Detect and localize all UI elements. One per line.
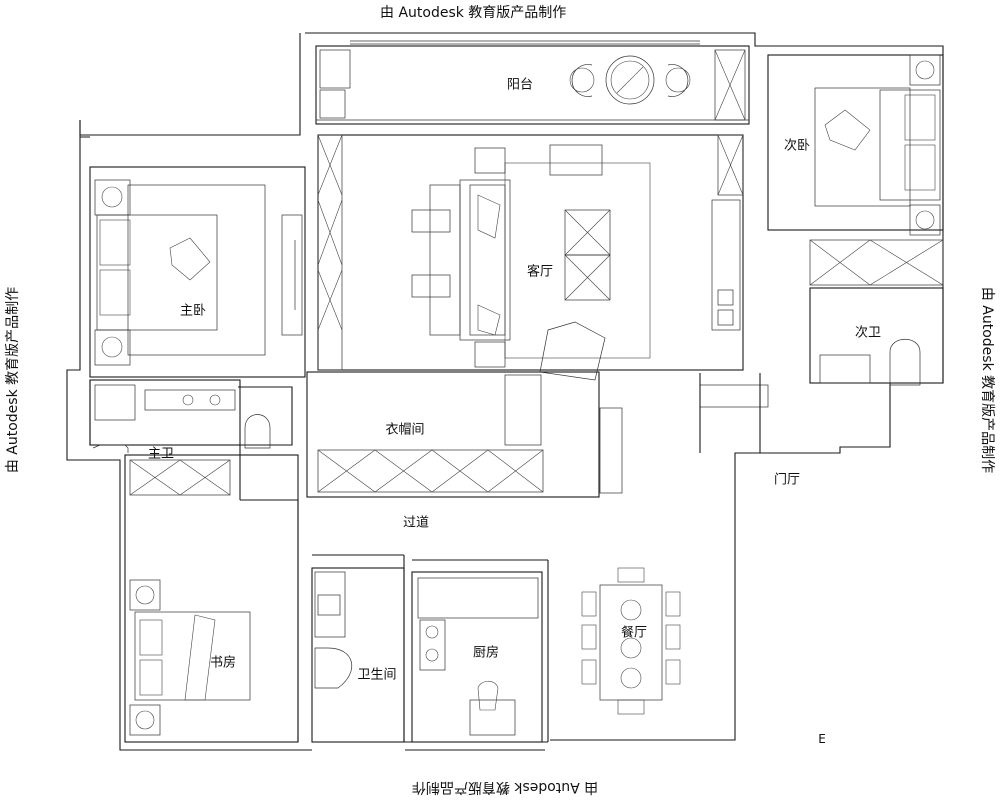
study-area [124, 454, 299, 743]
partition-walls [239, 373, 761, 742]
watermark-left: 由 Autodesk 教育版产品制作 [5, 286, 21, 474]
room-label-study: 书房 [209, 655, 237, 671]
master-bathroom-area [89, 379, 293, 453]
balcony-area [315, 40, 750, 125]
room-label-toilet: 卫生间 [357, 667, 397, 683]
marker-e: E [818, 732, 826, 746]
kitchen-area [411, 571, 543, 743]
room-label-cloakroom: 衣帽间 [385, 422, 425, 438]
room-label-living-room: 客厅 [526, 264, 554, 280]
room-label-balcony: 阳台 [506, 77, 534, 93]
watermark-top: 由 Autodesk 教育版产品制作 [380, 5, 567, 21]
room-label-dining-room: 餐厅 [620, 625, 648, 641]
second-bedroom-area [767, 54, 944, 286]
room-label-master-bathroom: 主卫 [147, 446, 175, 462]
room-label-master-bedroom: 主卧 [179, 303, 207, 319]
room-label-corridor: 过道 [402, 515, 430, 531]
watermark-right: 由 Autodesk 教育版产品制作 [979, 286, 995, 474]
master-bedroom-area [89, 166, 306, 378]
second-bathroom-area [809, 287, 944, 386]
cloakroom-area [306, 371, 769, 498]
room-label-foyer: 门厅 [773, 472, 801, 488]
living-room-area [317, 134, 744, 381]
toilet-area [311, 567, 405, 743]
watermark-bottom: 由 Autodesk 教育版产品制作 [411, 779, 599, 795]
room-label-second-bedroom: 次卧 [783, 138, 811, 154]
dining-area [581, 567, 681, 715]
room-label-second-bathroom: 次卫 [854, 325, 882, 341]
room-label-kitchen: 厨房 [472, 645, 500, 661]
